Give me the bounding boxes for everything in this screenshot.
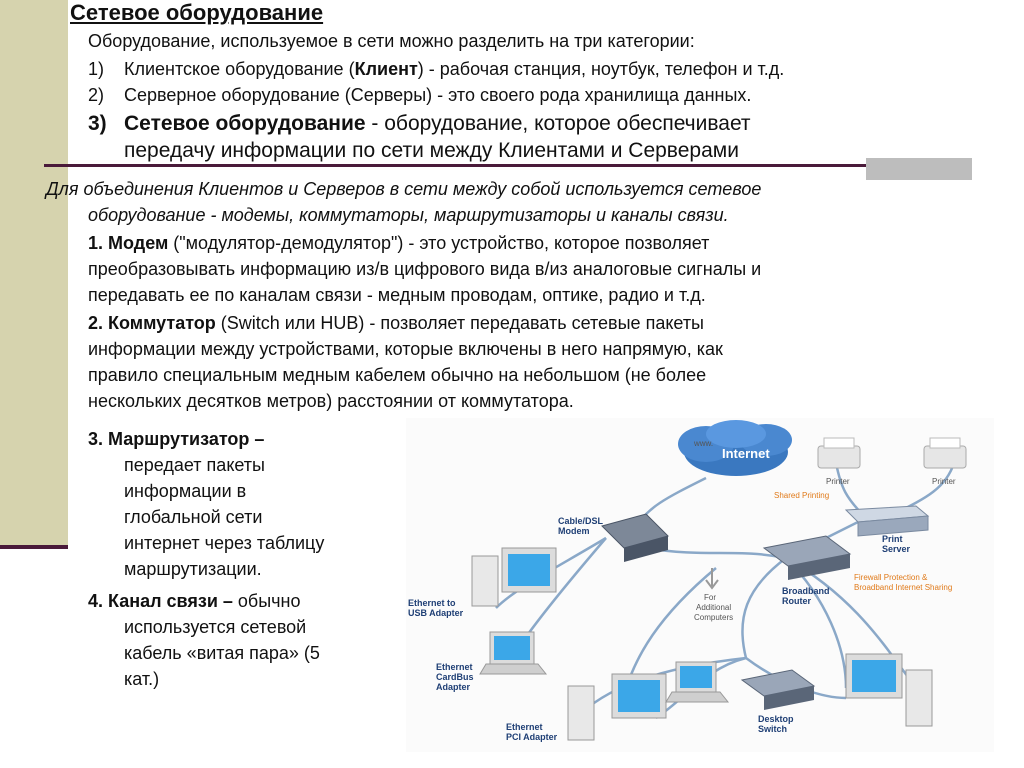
modem-label: Modem [558, 526, 590, 536]
pci-adapter-label: Ethernet [506, 722, 543, 732]
italic-paragraph-line1: Для объединения Клиентов и Серверов в се… [46, 179, 762, 199]
category-3: 3)Сетевое оборудование - оборудование, к… [88, 112, 751, 135]
item-modem-line: передавать ее по каналам связи - медным … [88, 285, 706, 305]
desktop-computer-icon [471, 547, 557, 607]
item-channel-heading: 4. Канал связи – обычно [88, 591, 301, 611]
item-router-line: интернет через таблицу [124, 533, 325, 553]
item-modem-heading: 1. Модем ("модулятор-демодулятор") - это… [88, 233, 710, 253]
switch-label: Switch [758, 724, 787, 734]
divider-accent-block [866, 158, 972, 180]
cardbus-adapter-label: Adapter [436, 682, 471, 692]
item-router-line: маршрутизации. [124, 559, 262, 579]
item-channel-line: кат.) [124, 669, 160, 689]
shared-printing-label: Shared Printing [774, 491, 829, 500]
network-diagram: www. Internet Printer Printer Print Serv… [406, 418, 994, 752]
arrow-down-icon [705, 568, 719, 590]
item-switch-line: нескольких десятков метров) расстоянии о… [88, 391, 574, 411]
intro-text: Оборудование, используемое в сети можно … [88, 31, 695, 51]
category-number: 1) [88, 59, 105, 79]
item-switch-heading: 2. Коммутатор (Switch или HUB) - позволя… [88, 313, 704, 333]
network-diagram-svg: www. Internet Printer Printer Print Serv… [408, 420, 967, 742]
item-modem-line: преобразовывать информацию из/в цифровог… [88, 259, 762, 279]
switch-label: Desktop [758, 714, 794, 724]
item-channel-line: кабель «витая пара» (5 [124, 643, 320, 663]
desktop-computer-icon [845, 653, 933, 727]
additional-label: Additional [696, 603, 731, 612]
switch-icon [740, 669, 816, 710]
left-divider-line [0, 545, 68, 549]
printer-icon [817, 437, 861, 469]
internet-label: Internet [722, 446, 770, 461]
router-label: Router [782, 596, 811, 606]
category-3-line2: передачу информации по сети между Клиент… [124, 139, 739, 162]
left-decorative-band [0, 0, 68, 548]
category-number: 2) [88, 85, 105, 105]
print-server-label: Print [882, 534, 903, 544]
item-switch-line: правило специальным медным кабелем обычн… [88, 365, 707, 385]
router-label: Broadband [782, 586, 830, 596]
category-1: 1)Клиентское оборудование (Клиент) - раб… [88, 56, 784, 82]
usb-adapter-label: USB Adapter [408, 608, 464, 618]
cardbus-adapter-label: CardBus [436, 672, 474, 682]
router-icon [762, 535, 852, 580]
modem-label: Cable/DSL [558, 516, 604, 526]
cardbus-adapter-label: Ethernet [436, 662, 473, 672]
divider-line [44, 164, 890, 167]
laptop-icon [479, 631, 548, 675]
firewall-label: Broadband Internet Sharing [854, 583, 952, 592]
pci-adapter-label: PCI Adapter [506, 732, 558, 742]
print-server-label: Server [882, 544, 911, 554]
printer-label: Printer [826, 477, 850, 486]
desktop-computer-icon [567, 673, 667, 741]
additional-label: For [704, 593, 716, 602]
category-2: 2)Серверное оборудование (Серверы) - это… [88, 82, 751, 108]
item-router-line: информации в [124, 481, 247, 501]
category-number: 3) [88, 112, 107, 135]
print-server-icon [844, 505, 930, 537]
modem-icon [601, 513, 669, 562]
item-router-heading: 3. Маршрутизатор – [88, 429, 265, 449]
item-switch-line: информации между устройствами, которые в… [88, 339, 723, 359]
firewall-label: Firewall Protection & [854, 573, 928, 582]
printer-icon [923, 437, 967, 469]
item-router-line: передает пакеты [124, 455, 265, 475]
internet-cloud [678, 420, 792, 476]
www-label: www. [693, 439, 713, 448]
item-router-line: глобальной сети [124, 507, 263, 527]
laptop-icon [665, 661, 730, 703]
usb-adapter-label: Ethernet to [408, 598, 456, 608]
additional-label: Computers [694, 613, 733, 622]
item-channel-line: используется сетевой [124, 617, 307, 637]
italic-paragraph-line2: оборудование - модемы, коммутаторы, марш… [88, 205, 729, 225]
slide-title: Сетевое оборудование [70, 0, 324, 25]
printer-label: Printer [932, 477, 956, 486]
